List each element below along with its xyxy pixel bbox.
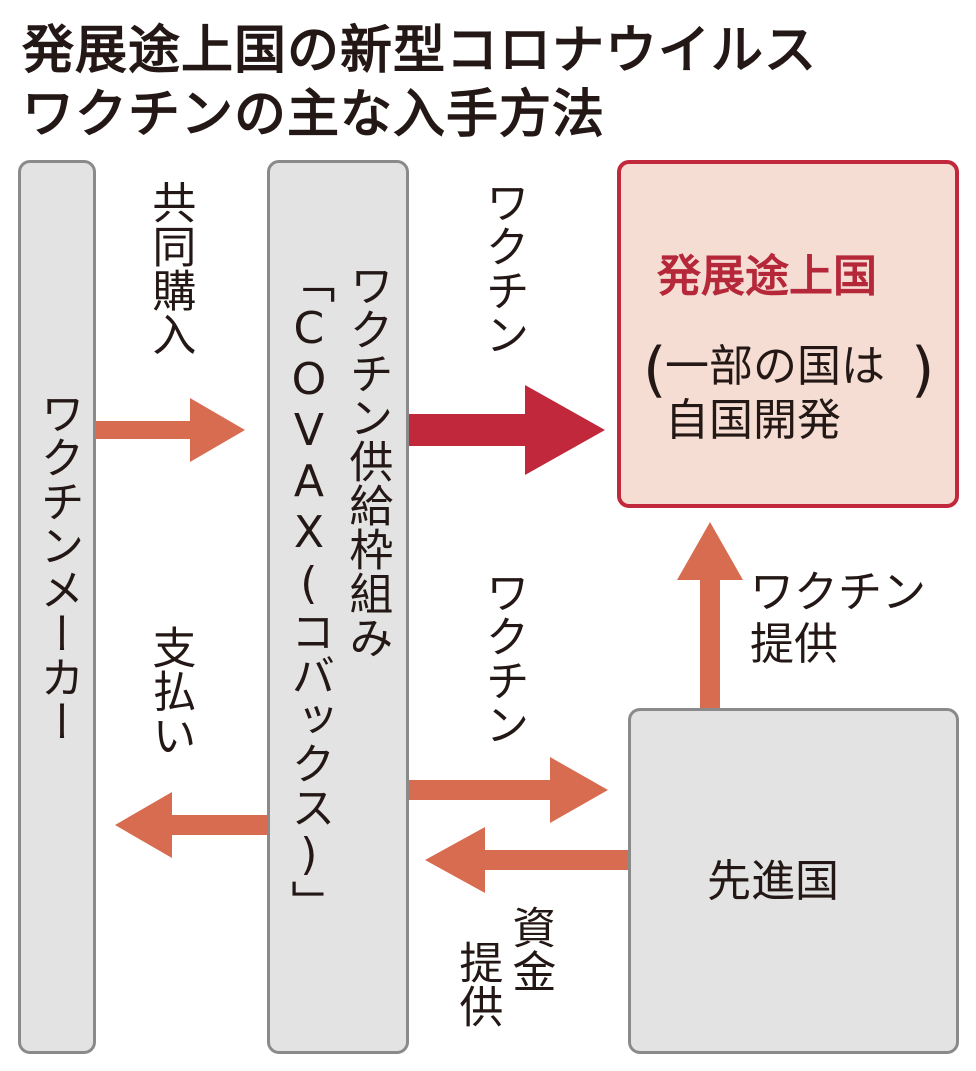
node-developed-country: 先進国: [628, 708, 959, 1054]
developing-note-2: 自国開発: [665, 395, 841, 446]
label-funding-1: 資金: [504, 905, 556, 993]
arrow-joint-purchase: [95, 398, 245, 462]
arrow-payment: [115, 792, 268, 858]
label-joint-purchase: 共同購入: [144, 180, 196, 356]
arrow-vaccine-provision: [677, 522, 743, 708]
title-line-2: ワクチンの主な入手方法: [22, 85, 606, 145]
developed-label: 先進国: [707, 856, 839, 907]
label-vaccine-1: ワクチン: [477, 180, 529, 356]
label-vaccine-2: ワクチン: [477, 570, 529, 746]
label-payment: 支払い: [144, 625, 196, 757]
developing-label: 発展途上国: [657, 251, 877, 302]
label-vaccine-provision-1: ワクチン: [750, 567, 926, 618]
paren-open: (: [643, 335, 667, 405]
covax-label-2: 「COVAX(コバックス)」: [283, 259, 335, 924]
developing-note-1: 一部の国は: [665, 341, 885, 392]
node-developing-country: 発展途上国 ( ) 一部の国は 自国開発: [617, 160, 959, 508]
node-covax: ワクチン供給枠組み 「COVAX(コバックス)」: [267, 160, 409, 1054]
arrow-vaccine-to-developed: [408, 757, 608, 823]
label-vaccine-provision-2: 提供: [750, 619, 838, 670]
title-line-1: 発展途上国の新型コロナウイルス: [22, 21, 818, 81]
label-funding-2: 提供: [451, 940, 503, 1028]
maker-label: ワクチンメーカー: [32, 391, 84, 743]
node-vaccine-maker: ワクチンメーカー: [18, 160, 96, 1054]
arrow-vaccine-covax-to-developing: [408, 385, 605, 475]
covax-label-1: ワクチン供給枠組み: [341, 263, 393, 659]
arrow-funding: [425, 827, 628, 893]
paren-close: ): [911, 335, 935, 405]
